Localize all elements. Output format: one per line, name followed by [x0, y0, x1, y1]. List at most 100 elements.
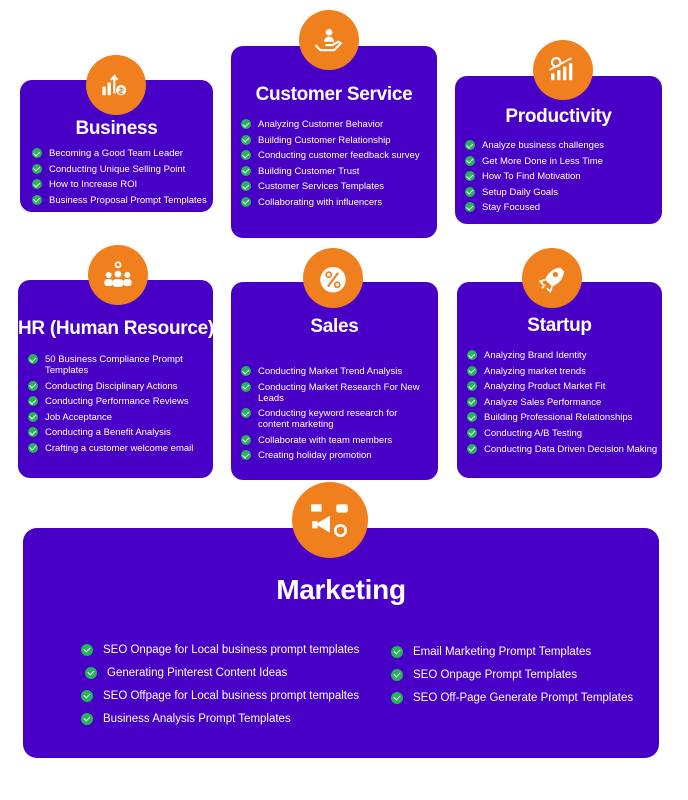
megaphone-icon — [292, 482, 368, 558]
check-icon — [81, 644, 93, 656]
item-label: Conducting Market Trend Analysis — [258, 366, 403, 377]
list-item: Building Customer Relationship — [241, 134, 433, 146]
card-title: Customer Service — [255, 84, 413, 105]
check-icon — [241, 434, 251, 445]
card-title: Marketing — [276, 574, 406, 605]
item-label: Collaborating with influencers — [258, 196, 383, 208]
check-icon — [391, 692, 403, 704]
list-item: Creating holiday promotion — [241, 450, 426, 461]
check-icon — [465, 155, 475, 166]
item-label: Generating Pinterest Content Ideas — [107, 667, 288, 679]
item-label: How to Increase ROI — [49, 179, 138, 191]
item-label: Building Professional Relationships — [484, 412, 633, 424]
check-icon — [241, 381, 251, 392]
card-title: Sales — [310, 316, 359, 337]
percent-badge-icon — [303, 248, 363, 308]
list-item: 50 Business Compliance Prompt Templates — [28, 354, 203, 376]
list-item: Conducting Data Driven Decision Making — [467, 443, 659, 455]
list-item: How to Increase ROI — [32, 179, 210, 190]
check-icon — [467, 412, 477, 423]
growth-dollar-icon — [86, 55, 146, 115]
check-icon — [465, 140, 475, 150]
check-icon — [467, 396, 477, 407]
check-icon — [467, 427, 477, 438]
list-item: How To Find Motivation — [465, 171, 657, 182]
check-icon — [465, 202, 475, 213]
item-label: SEO Off-Page Generate Prompt Templates — [413, 692, 634, 704]
list-item: Conducting Unique Selling Point — [32, 163, 210, 175]
item-label: Job Acceptance — [45, 411, 113, 423]
check-icon — [241, 134, 251, 145]
check-icon — [28, 354, 38, 364]
list-item: Email Marketing Prompt Templates — [391, 646, 651, 659]
list-item: Stay Focused — [465, 202, 657, 213]
check-icon — [28, 442, 38, 453]
check-icon — [85, 667, 97, 679]
item-label: Analyze business challenges — [482, 140, 604, 151]
list-item: Analyzing Product Market Fit — [467, 381, 659, 392]
item-label: Analyze Sales Performance — [484, 396, 602, 408]
check-icon — [28, 411, 38, 422]
list-item: Analyzing Customer Behavior — [241, 119, 433, 130]
list-item: Conducting a Benefit Analysis — [28, 427, 203, 438]
list-item: Conducting Disciplinary Actions — [28, 380, 203, 392]
item-label: Analyzing Brand Identity — [484, 350, 587, 361]
check-icon — [467, 381, 477, 392]
check-icon — [241, 450, 251, 461]
list-item: Collaborate with team members — [241, 434, 426, 446]
item-label: SEO Onpage for Local business prompt tem… — [103, 644, 360, 656]
item-label: Setup Daily Goals — [482, 186, 559, 198]
check-icon — [81, 690, 93, 702]
card-hr: HR (Human Resource) 50 Business Complian… — [18, 280, 214, 478]
item-label: Business Analysis Prompt Templates — [103, 713, 291, 725]
list-item: Conducting Performance Reviews — [28, 396, 203, 407]
item-label: SEO Onpage Prompt Templates — [413, 669, 578, 681]
chart-gear-icon — [533, 40, 593, 100]
item-label: Creating holiday promotion — [258, 450, 372, 462]
list-item: Job Acceptance — [28, 411, 203, 423]
check-icon — [467, 365, 477, 376]
item-label: Building Customer Relationship — [258, 134, 391, 146]
item-label: Conducting Market Research For New Leads — [258, 381, 420, 404]
list-item: Building Professional Relationships — [467, 412, 659, 423]
check-icon — [32, 179, 42, 190]
item-label: Conducting customer feedback survey — [258, 150, 420, 162]
card-title: HR (Human Resource) — [18, 318, 214, 339]
list-item: Conducting customer feedback survey — [241, 150, 433, 161]
item-label: Building Customer Trust — [258, 165, 360, 177]
card-title: Startup — [527, 315, 592, 336]
list-item: Conducting Market Research For New Leads — [241, 381, 426, 404]
item-label: Email Marketing Prompt Templates — [413, 646, 592, 658]
card-customer-service: Customer Service Analyzing Customer Beha… — [231, 46, 437, 238]
hand-person-icon — [299, 10, 359, 70]
list-item: Collaborating with influencers — [241, 196, 433, 208]
item-label: Becoming a Good Team Leader — [49, 148, 183, 159]
check-icon — [465, 171, 475, 182]
check-icon — [241, 366, 251, 376]
item-label: Analyzing market trends — [484, 365, 586, 377]
list-item: SEO Offpage for Local business prompt te… — [81, 690, 381, 703]
card-title: Productivity — [505, 106, 612, 127]
item-label: Get More Done in Less Time — [482, 155, 603, 167]
card-marketing: Marketing SEO Onpage for Local business … — [23, 528, 659, 758]
list-item: SEO Onpage Prompt Templates — [391, 669, 651, 682]
check-icon — [241, 181, 251, 192]
list-item: Analyzing Brand Identity — [467, 350, 659, 361]
list-item: Generating Pinterest Content Ideas — [85, 667, 381, 680]
check-icon — [32, 148, 42, 158]
item-label: Stay Focused — [482, 202, 541, 214]
list-item: SEO Onpage for Local business prompt tem… — [81, 644, 381, 657]
list-item: Crafting a customer welcome email — [28, 442, 203, 454]
check-icon — [32, 163, 42, 174]
check-icon — [241, 408, 251, 419]
check-icon — [81, 713, 93, 725]
item-label: Conducting Disciplinary Actions — [45, 380, 178, 392]
